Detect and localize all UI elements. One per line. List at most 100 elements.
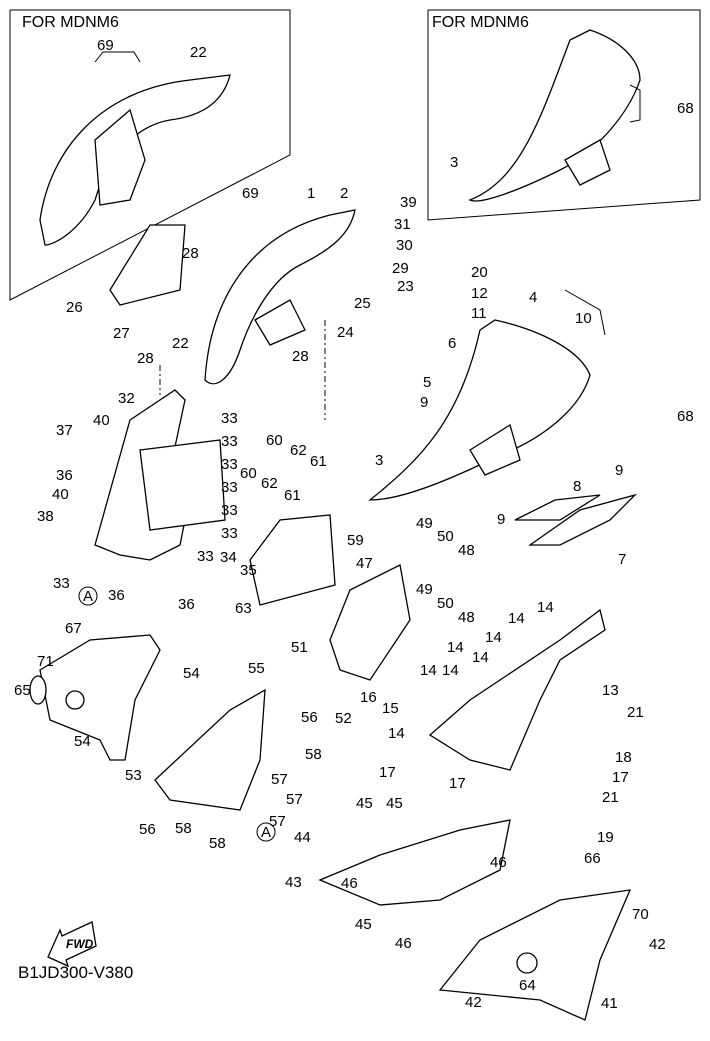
- part-number-label: 67: [65, 620, 82, 637]
- part-number-label: 23: [397, 278, 414, 295]
- part-number-label: 20: [471, 264, 488, 281]
- inset-left: FOR MDNM6: [9, 9, 291, 301]
- part-number-label: 43: [285, 874, 302, 891]
- part-number-label: 33: [197, 548, 214, 565]
- part-number-label: 54: [183, 665, 200, 682]
- part-number-label: 5: [423, 374, 431, 391]
- part-number-label: 52: [335, 710, 352, 727]
- part-number-label: 71: [37, 653, 54, 670]
- part-number-label: 51: [291, 639, 308, 656]
- part-number-label: 3: [450, 154, 458, 171]
- part-number-label: 14: [447, 639, 464, 656]
- ref-marker-a-2: A: [256, 822, 276, 842]
- side-cowl-right-assembly: [368, 289, 638, 546]
- part-number-label: 60: [266, 432, 283, 449]
- part-number-label: 54: [74, 733, 91, 750]
- part-number-label: 46: [395, 935, 412, 952]
- part-number-label: 1: [307, 185, 315, 202]
- part-number-label: 63: [235, 600, 252, 617]
- part-number-label: 33: [221, 433, 238, 450]
- inner-panel-left: [94, 389, 336, 606]
- part-number-label: 17: [379, 764, 396, 781]
- part-number-label: 14: [420, 662, 437, 679]
- fwd-arrow-icon: FWD: [47, 921, 97, 968]
- part-number-label: 28: [182, 245, 199, 262]
- cowl-inner-bracket: [94, 108, 146, 206]
- part-number-label: 35: [240, 562, 257, 579]
- part-number-label: 42: [465, 994, 482, 1011]
- part-number-label: 21: [602, 789, 619, 806]
- part-number-label: 14: [442, 662, 459, 679]
- part-number-label: 58: [305, 746, 322, 763]
- part-number-label: 53: [125, 767, 142, 784]
- part-number-label: 25: [354, 295, 371, 312]
- part-number-label: 33: [221, 525, 238, 542]
- part-number-label: 14: [508, 610, 525, 627]
- inset-left-title: FOR MDNM6: [22, 14, 119, 31]
- part-number-label: 15: [382, 700, 399, 717]
- inset-right: FOR MDNM6: [427, 9, 701, 221]
- part-number-label: 32: [118, 390, 135, 407]
- part-number-label: 2: [340, 185, 348, 202]
- part-number-label: 41: [601, 995, 618, 1012]
- part-number-label: 4: [529, 289, 537, 306]
- part-number-label: 68: [677, 408, 694, 425]
- part-number-label: 3: [375, 452, 383, 469]
- inset-right-title: FOR MDNM6: [432, 14, 529, 31]
- part-number-label: 61: [284, 487, 301, 504]
- part-number-label: 65: [14, 682, 31, 699]
- part-number-label: 49: [416, 581, 433, 598]
- part-number-label: 62: [261, 475, 278, 492]
- part-number-label: 11: [471, 305, 487, 322]
- part-number-label: 9: [420, 394, 428, 411]
- part-number-label: 28: [292, 348, 309, 365]
- side-cover-left: [29, 634, 266, 811]
- part-number-label: 33: [221, 410, 238, 427]
- part-number-label: 14: [485, 629, 502, 646]
- part-number-label: 40: [93, 412, 110, 429]
- part-number-label: 37: [56, 422, 73, 439]
- part-number-label: 7: [618, 551, 626, 568]
- part-number-label: 9: [497, 511, 505, 528]
- part-number-label: 48: [458, 609, 475, 626]
- part-number-label: 33: [53, 575, 70, 592]
- part-number-label: 57: [269, 813, 286, 830]
- part-number-label: 62: [290, 442, 307, 459]
- part-number-label: 45: [386, 795, 403, 812]
- fwd-label: FWD: [66, 937, 94, 951]
- part-number-label: 36: [178, 596, 195, 613]
- part-number-label: 14: [472, 649, 489, 666]
- part-number-label: 14: [537, 599, 554, 616]
- part-number-label: 28: [137, 350, 154, 367]
- part-number-label: 58: [175, 820, 192, 837]
- part-number-label: 47: [356, 555, 373, 572]
- part-number-label: 57: [271, 771, 288, 788]
- part-number-label: 17: [612, 769, 629, 786]
- part-number-label: 40: [52, 486, 69, 503]
- part-number-label: 69: [242, 185, 259, 202]
- svg-text:A: A: [261, 824, 271, 841]
- part-number-label: 10: [575, 310, 592, 327]
- part-number-label: 57: [286, 791, 303, 808]
- lower-cowl-41: [438, 889, 632, 1021]
- part-number-label: 22: [172, 335, 189, 352]
- part-number-label: 56: [301, 709, 318, 726]
- part-number-label: 33: [221, 479, 238, 496]
- part-number-label: 68: [677, 100, 694, 117]
- front-cowl-assembly: [109, 209, 356, 420]
- part-number-label: 59: [347, 532, 364, 549]
- part-number-label: 13: [602, 682, 619, 699]
- part-number-label: 26: [66, 299, 83, 316]
- inner-panel-right: [318, 564, 632, 1021]
- part-number-label: 19: [597, 829, 614, 846]
- part-number-label: 9: [615, 462, 623, 479]
- part-number-label: 12: [471, 285, 488, 302]
- part-number-label: 60: [240, 465, 257, 482]
- part-number-label: 24: [337, 324, 354, 341]
- part-number-label: 14: [388, 725, 405, 742]
- front-cowl-inset-left: [39, 74, 231, 246]
- part-number-label: 48: [458, 542, 475, 559]
- part-number-label: 45: [355, 916, 372, 933]
- part-number-label: 61: [310, 453, 327, 470]
